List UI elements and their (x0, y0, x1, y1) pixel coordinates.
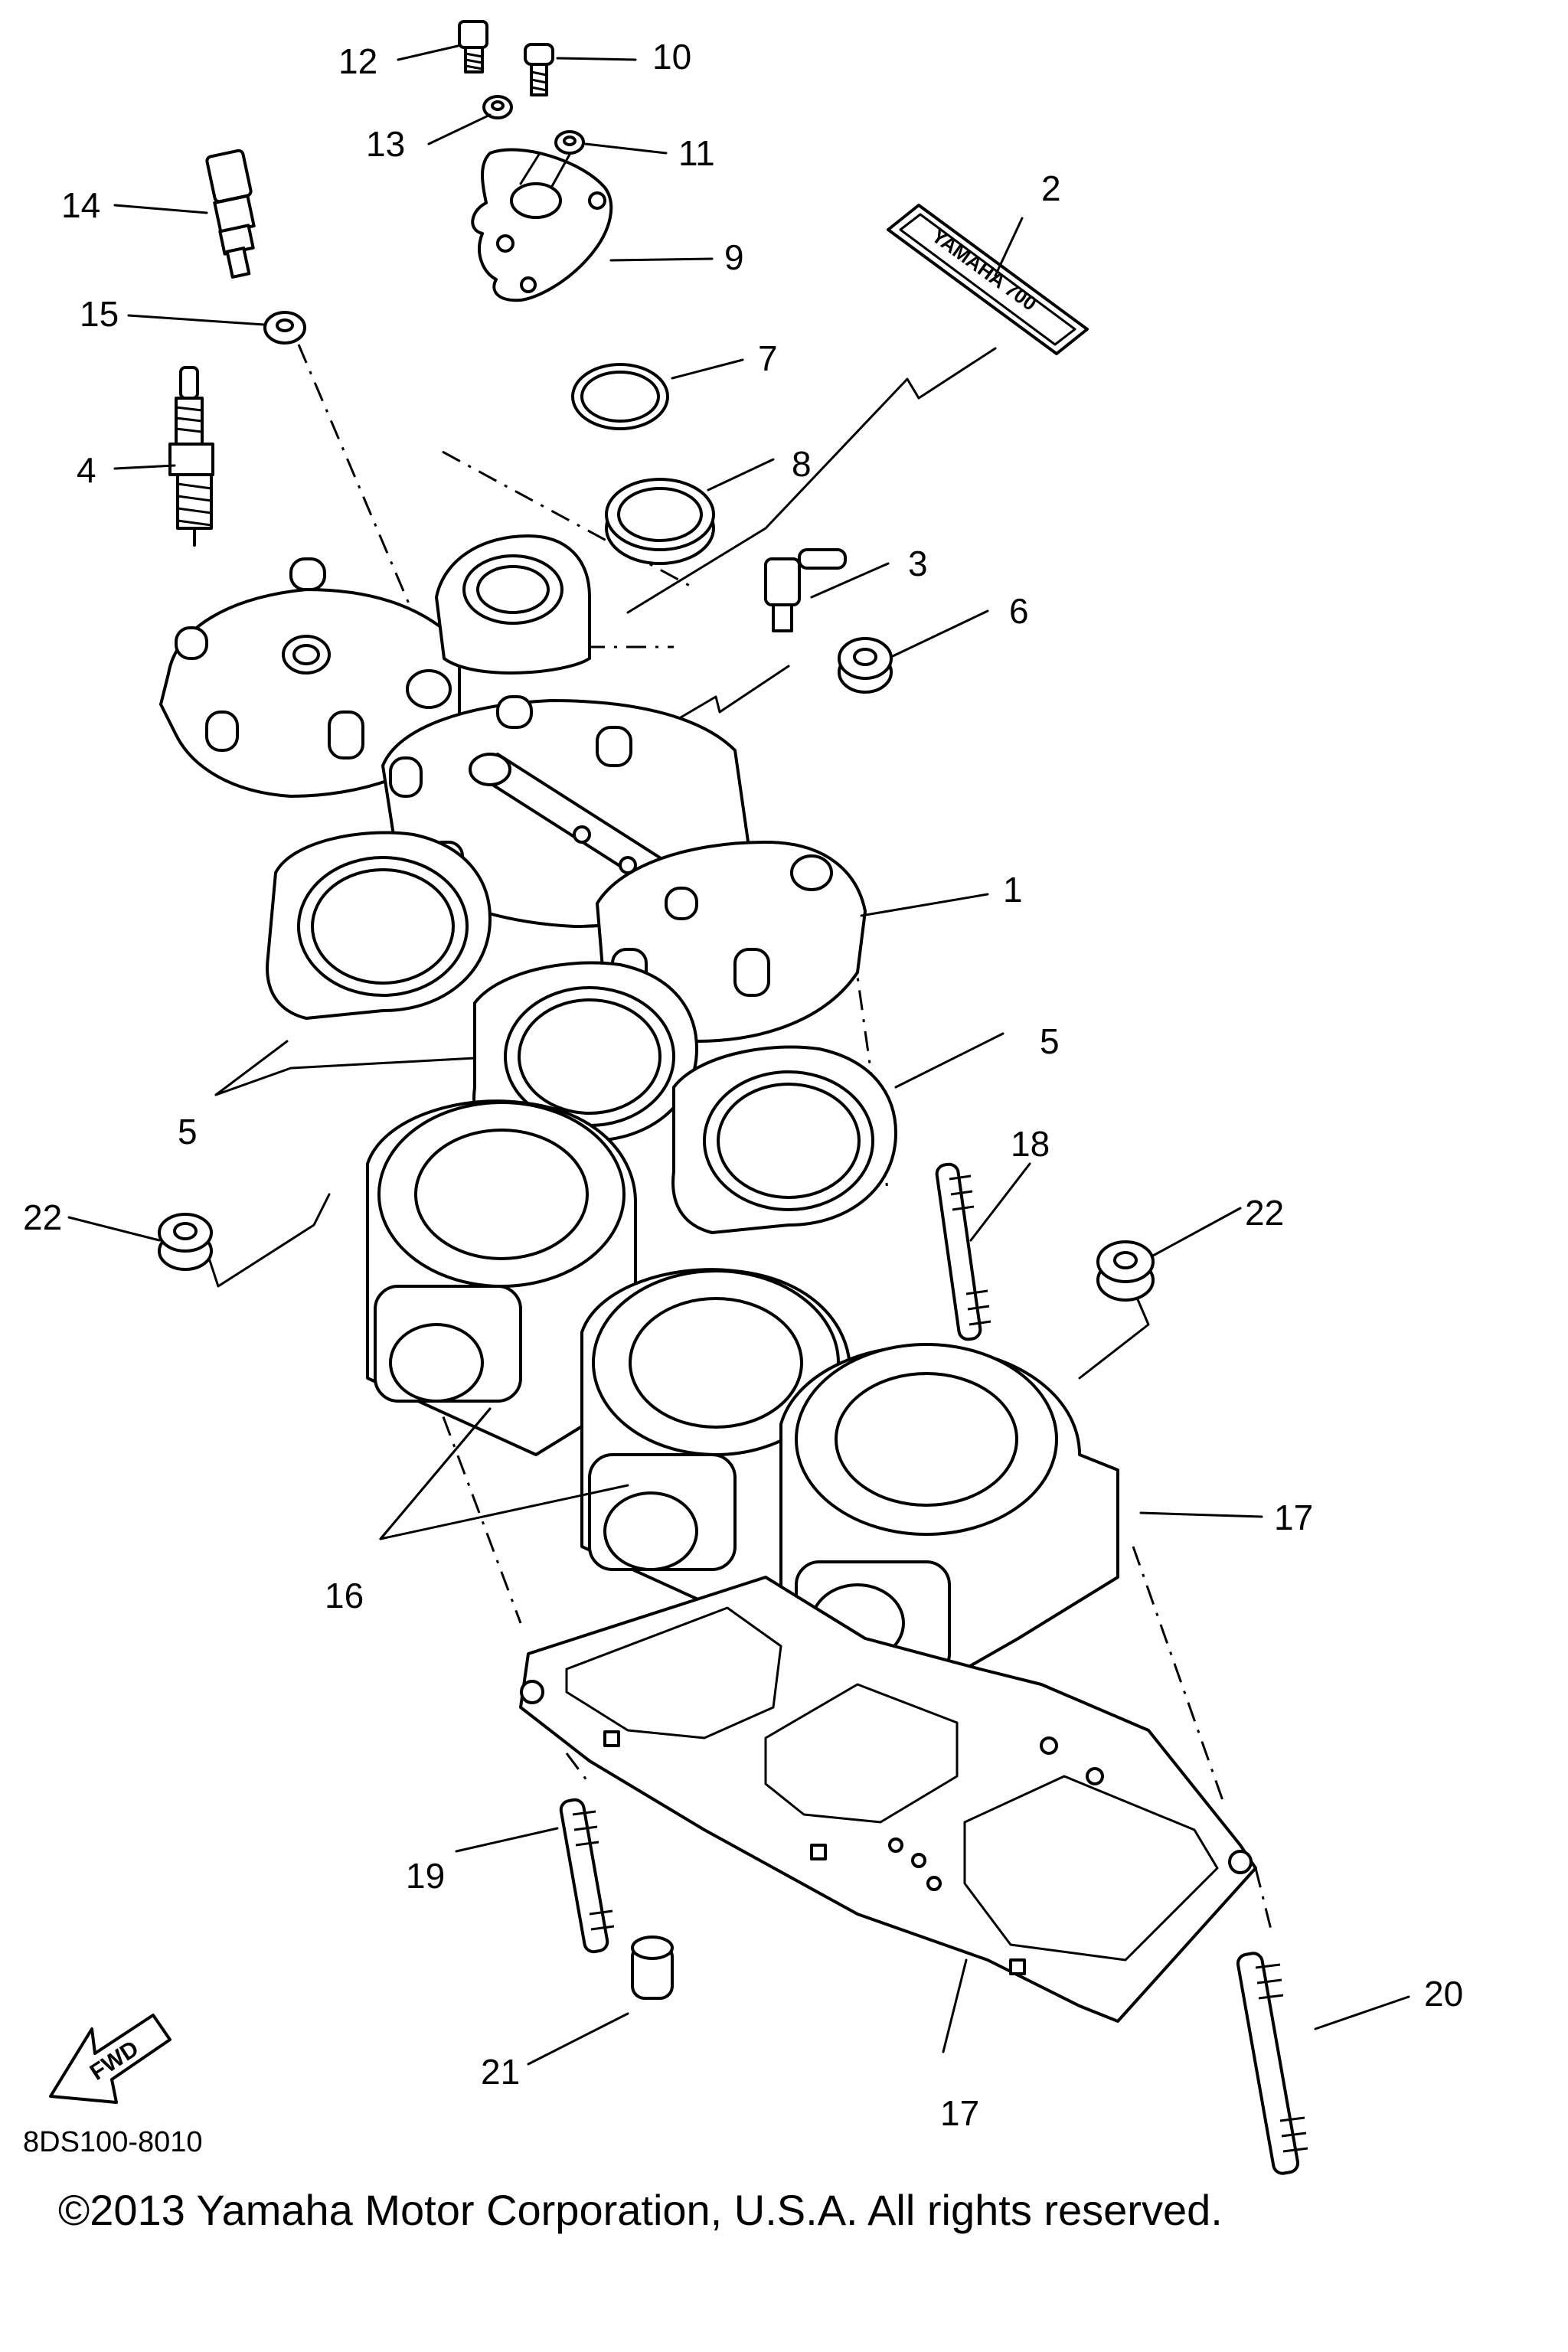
callout-22b: 22 (1245, 1193, 1284, 1233)
leader-lines (67, 44, 1410, 2066)
callout-14: 14 (61, 185, 100, 225)
o-ring-7 (571, 363, 669, 430)
copyright-notice: ©2013 Yamaha Motor Corporation, U.S.A. A… (58, 2186, 1223, 2234)
callout-19: 19 (406, 1856, 445, 1896)
washer-15 (263, 311, 306, 345)
callout-9: 9 (724, 237, 744, 277)
callout-11: 11 (678, 133, 715, 173)
callout-17a: 17 (1274, 1498, 1313, 1537)
decal-2: YAMAHA 700 (887, 204, 1089, 355)
base-gasket-17 (519, 1576, 1257, 2023)
spark-plug-4 (168, 366, 214, 547)
alignment-lines (199, 344, 1272, 1930)
callout-5a: 5 (178, 1112, 198, 1152)
stud-19 (559, 1798, 615, 1954)
bolt-12 (458, 20, 488, 74)
seal-8 (605, 478, 715, 565)
cylinder-16 (366, 1099, 1119, 1678)
thermostat-cover-9 (471, 148, 613, 302)
callout-5b: 5 (1040, 1021, 1060, 1061)
callout-16: 16 (325, 1576, 364, 1615)
callout-1: 1 (1003, 870, 1023, 910)
callout-21: 21 (481, 2052, 520, 2092)
callout-13: 13 (366, 124, 405, 164)
diagram-code: 8DS100-8010 (23, 2126, 203, 2158)
callout-8: 8 (792, 444, 812, 484)
callout-2: 2 (1041, 168, 1061, 208)
callout-10: 10 (652, 37, 691, 77)
stud-20 (1236, 1952, 1308, 2175)
stud-18 (935, 1162, 991, 1341)
callout-4: 4 (77, 450, 96, 490)
dowel-21 (631, 1936, 674, 2000)
nut-22-right (1096, 1240, 1155, 1302)
washer-13 (482, 95, 513, 119)
callout-7: 7 (758, 338, 778, 378)
bolt-10 (524, 43, 554, 96)
fitting-3 (764, 548, 847, 632)
callout-18: 18 (1011, 1124, 1050, 1164)
washer-11 (554, 130, 585, 155)
callout-labels: 1 2 3 4 5 5 6 7 8 9 10 11 12 13 14 15 16… (23, 37, 1463, 2133)
callout-15: 15 (80, 294, 119, 334)
fwd-arrow-icon: FWD (49, 2014, 172, 2104)
callout-22a: 22 (23, 1197, 62, 1237)
head-gasket-5 (266, 831, 897, 1234)
callout-12: 12 (338, 41, 377, 81)
callout-6: 6 (1009, 591, 1029, 631)
callout-20: 20 (1424, 1974, 1463, 2014)
nut-6 (838, 637, 893, 694)
temperature-sensor-14 (205, 149, 256, 279)
callout-17b: 17 (940, 2093, 979, 2133)
callout-3: 3 (908, 544, 928, 583)
nut-22-left (158, 1213, 213, 1271)
